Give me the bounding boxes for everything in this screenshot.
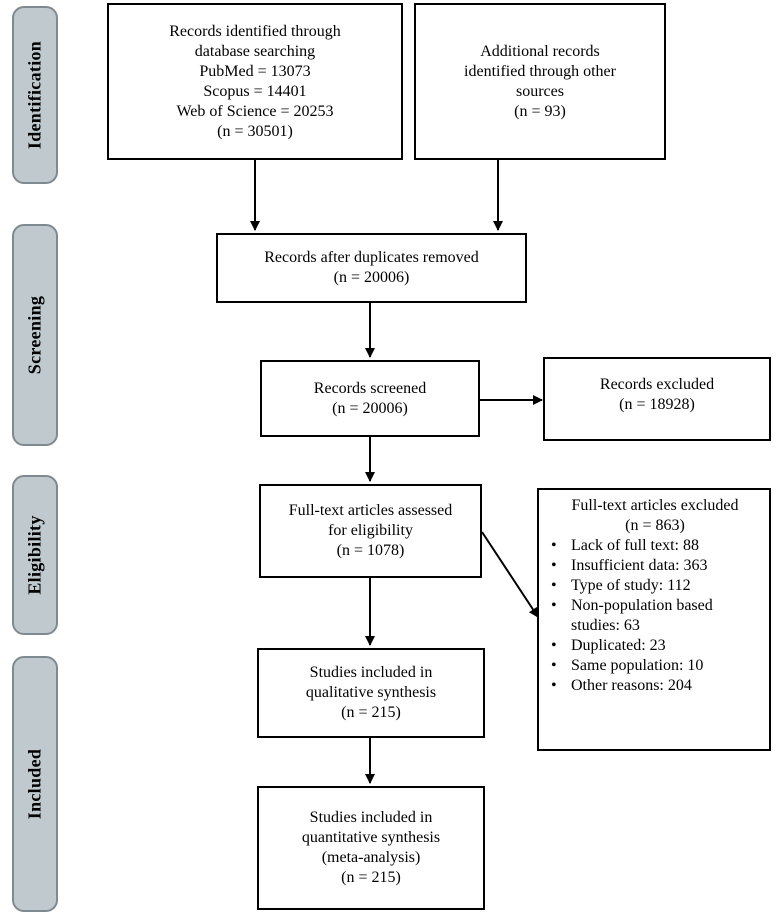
reason-item: Duplicated: 23 [549,636,761,656]
reason-item: Insufficient data: 363 [549,556,761,576]
other-sources-line-2: identified through other [464,62,616,80]
db-search-total: (n = 30501) [217,122,293,140]
other-sources-line-1: Additional records [480,42,600,60]
reason-text: Type of study: 112 [571,577,691,594]
arrow-fulltext-to-excluded [481,531,539,618]
excluded-label: Records excluded [599,376,715,393]
db-search-line-1: Records identified through [169,22,341,40]
quantitative-line-1: Studies included in [309,809,433,826]
box-qualitative-synthesis: Studies included in qualitative synthesi… [257,648,485,738]
stage-tab-eligibility: Eligibility [12,475,58,635]
db-search-scopus: Scopus = 14401 [203,82,307,100]
dedup-count: (n = 20006) [333,269,410,286]
qualitative-line-1: Studies included in [309,664,433,681]
box-fulltext-excluded: Full-text articles excluded (n = 863) La… [537,488,771,751]
fulltext-excluded-count: (n = 863) [625,517,685,534]
stage-tab-identification: Identification [12,6,58,184]
box-fulltext-assessed: Full-text articles assessed for eligibil… [259,484,482,578]
db-search-line-2: database searching [194,42,316,60]
box-records-excluded: Records excluded (n = 18928) [543,357,771,441]
stage-tab-screening: Screening [12,224,58,446]
db-search-wos: Web of Science = 20253 [176,102,334,120]
dedup-label: Records after duplicates removed [264,249,479,266]
box-records-screened: Records screened (n = 20006) [260,360,480,437]
box-quantitative-synthesis: Studies included in quantitative synthes… [257,786,485,910]
box-database-searching: Records identified through database sear… [107,3,403,160]
box-other-sources: Additional records identified through ot… [414,3,666,160]
screened-count: (n = 20006) [332,399,408,417]
exclusion-reasons-list: Lack of full text: 88 Insufficient data:… [549,536,761,696]
reason-text: Lack of full text: 88 [571,537,699,554]
connector-arrows [250,160,543,784]
box-duplicates-removed: Records after duplicates removed (n = 20… [216,233,527,303]
reason-text: Insufficient data: 363 [571,557,708,574]
reason-text-cont: studies: 63 [571,617,640,634]
reason-text: Duplicated: 23 [571,637,666,654]
fulltext-line-1: Full-text articles assessed [288,502,453,519]
other-sources-count: (n = 93) [514,102,566,120]
quantitative-line-2: quantitative synthesis [301,829,441,846]
reason-text: Non-population based [571,597,713,614]
db-search-pubmed: PubMed = 13073 [199,62,311,80]
fulltext-line-2: for eligibility [328,522,413,539]
stage-tab-included: Included [12,656,58,912]
quantitative-line-3: (meta-analysis) [321,849,421,866]
reason-item: Same population: 10 [549,656,761,676]
fulltext-excluded-title: Full-text articles excluded [571,497,739,514]
screened-label: Records screened [313,379,427,397]
reason-text: Other reasons: 204 [571,677,692,694]
reason-item: Other reasons: 204 [549,676,761,696]
reason-item: Type of study: 112 [549,576,761,596]
other-sources-line-3: sources [516,82,564,100]
prisma-flow-diagram: Identification Screening Eligibility Inc… [7,0,773,918]
fulltext-count: (n = 1078) [336,542,405,559]
excluded-count: (n = 18928) [619,396,695,413]
reason-item: Non-population based studies: 63 [549,596,761,636]
quantitative-count: (n = 215) [341,869,401,886]
reason-item: Lack of full text: 88 [549,536,761,556]
qualitative-count: (n = 215) [341,704,401,721]
qualitative-line-2: qualitative synthesis [305,684,437,701]
reason-text: Same population: 10 [571,657,704,674]
